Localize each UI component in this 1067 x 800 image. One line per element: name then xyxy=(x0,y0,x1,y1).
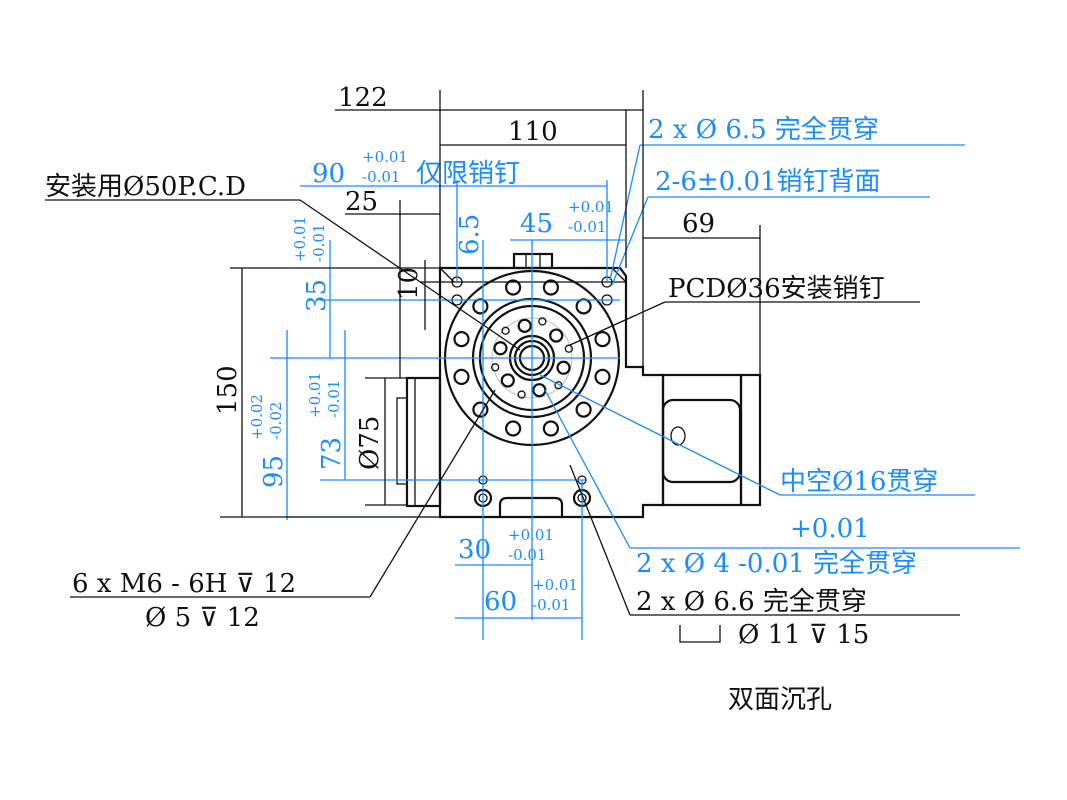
note-mount-pcd: 安装用Ø50P.C.D xyxy=(45,172,246,202)
dim-45-tol-plus: +0.01 xyxy=(568,198,614,216)
black-dimension-lines xyxy=(45,90,960,643)
indexer-body xyxy=(396,252,762,519)
dim-90: 90 xyxy=(312,159,345,189)
note-hole-6-5: 2 x Ø 6.5 完全贯穿 xyxy=(648,115,879,145)
bolt-hole xyxy=(542,420,559,437)
bolt-hole xyxy=(564,344,573,353)
bolt-hole xyxy=(472,401,489,418)
dim-75: Ø75 xyxy=(355,416,385,470)
bolt-hole xyxy=(517,318,532,333)
bolt-hole xyxy=(542,279,559,296)
bolt-hole xyxy=(517,390,526,399)
bolt-hole xyxy=(505,420,522,437)
bolt-hole xyxy=(501,326,510,335)
bolt-hole xyxy=(491,363,500,372)
bolt-hole xyxy=(453,331,470,348)
note-hole-6-6: 2 x Ø 6.6 完全贯穿 xyxy=(636,587,867,617)
dim-73: 73 xyxy=(317,437,347,470)
dim-73-tol-plus: +0.01 xyxy=(306,372,324,418)
bolt-hole xyxy=(575,298,592,315)
bolt-hole xyxy=(594,368,611,385)
bolt-hole xyxy=(556,360,571,375)
dim-60-tol-plus: +0.01 xyxy=(532,576,578,594)
dim-90-tol-plus: +0.01 xyxy=(362,148,408,166)
dim-10: 10 xyxy=(394,267,424,300)
bolt-hole xyxy=(493,341,508,356)
note-pcd36: PCDØ36安装销钉 xyxy=(668,274,885,304)
dim-30-tol-minus: -0.01 xyxy=(508,546,546,564)
bolt-hole xyxy=(575,401,592,418)
dim-35-tol-plus: +0.01 xyxy=(291,216,309,262)
bolt-hole xyxy=(500,373,515,388)
bolt-hole xyxy=(453,368,470,385)
note-double-side: 双面沉孔 xyxy=(728,685,832,715)
bolt-hole xyxy=(554,381,563,390)
dim-35-tol-minus: -0.01 xyxy=(310,224,328,262)
dim-150: 150 xyxy=(213,365,243,415)
note-thread-drill: Ø 5 ⊽ 12 xyxy=(145,603,260,633)
dim-60: 60 xyxy=(484,587,517,617)
note-counterbore: Ø 11 ⊽ 15 xyxy=(738,620,869,650)
bolt-hole xyxy=(549,328,564,343)
bolt-hole xyxy=(538,317,547,326)
dim-30: 30 xyxy=(458,535,491,565)
dim-6-5: 6.5 xyxy=(455,214,485,255)
dim-122: 122 xyxy=(338,83,388,113)
note-thread: 6 x M6 - 6H ⊽ 12 xyxy=(72,569,296,599)
blue-dimension-lines xyxy=(270,144,1020,640)
dim-73-tol-minus: -0.01 xyxy=(325,380,343,418)
dim-110: 110 xyxy=(508,117,558,147)
bolt-hole xyxy=(505,279,522,296)
dim-95-tol-minus: -0.02 xyxy=(267,402,285,440)
note-hole-4-tol: +0.01 xyxy=(790,514,870,544)
bolt-hole xyxy=(532,383,547,398)
dim-60-tol-minus: -0.01 xyxy=(532,596,570,614)
dim-25: 25 xyxy=(345,187,378,217)
dim-95-tol-plus: +0.02 xyxy=(248,394,266,440)
dim-30-tol-plus: +0.01 xyxy=(508,526,554,544)
dim-69: 69 xyxy=(682,209,715,239)
dim-90-tol-minus: -0.01 xyxy=(362,168,400,186)
dim-35: 35 xyxy=(302,279,332,312)
dim-95: 95 xyxy=(259,455,289,488)
dim-45: 45 xyxy=(520,209,553,239)
bolt-hole xyxy=(472,298,489,315)
note-hole-4: 2 x Ø 4 -0.01 完全贯穿 xyxy=(636,549,917,579)
note-pin-back: 2-6±0.01销钉背面 xyxy=(655,167,881,197)
note-hollow: 中空Ø16贯穿 xyxy=(780,467,938,497)
dim-45-tol-minus: -0.01 xyxy=(568,218,606,236)
bolt-hole xyxy=(594,331,611,348)
dim-90-note: 仅限销钉 xyxy=(416,159,520,189)
